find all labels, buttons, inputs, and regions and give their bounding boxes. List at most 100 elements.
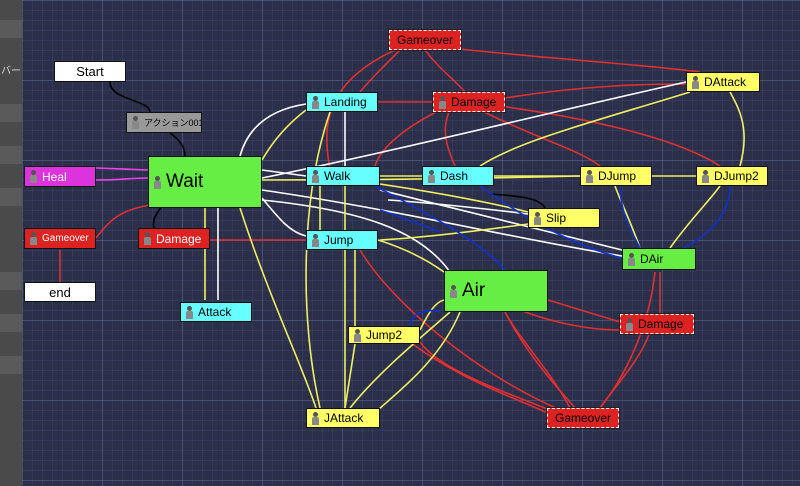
node-label: Heal (42, 169, 67, 184)
node-label: Landing (324, 95, 367, 109)
node-damage-right[interactable]: Damage (619, 313, 695, 335)
node-label: end (49, 284, 71, 300)
node-label: Jump (324, 233, 354, 247)
node-label: Gameover (42, 233, 89, 244)
node-damage-left[interactable]: Damage (138, 228, 210, 249)
edge-wait-gameover (95, 204, 151, 239)
edge-wait-landing (239, 103, 307, 157)
node-gameover-bottom[interactable]: Gameover (546, 407, 620, 429)
node-label: Dash (440, 169, 469, 183)
character-icon (532, 211, 543, 225)
node-damage-top[interactable]: Damage (432, 91, 506, 113)
character-icon (142, 232, 153, 245)
edge-heal-wait (95, 177, 149, 181)
node-label: JAttack (324, 411, 364, 425)
node-gameover-top[interactable]: Gameover (388, 29, 462, 51)
edge-landing-jattack (305, 111, 331, 409)
character-icon (152, 175, 163, 189)
character-icon (437, 95, 448, 109)
edge-wait-jattack (239, 207, 317, 409)
node-label: Damage (638, 317, 684, 331)
edge-air-jattack (377, 311, 461, 411)
node-label: Gameover (396, 33, 454, 47)
character-icon (626, 252, 637, 266)
edge-dash-dair (479, 185, 623, 259)
edge-got-dattack (449, 47, 701, 73)
edge-air-dmgright (547, 299, 621, 323)
edge-wait-dair (261, 189, 623, 257)
node-action001[interactable]: アクション001 (126, 112, 202, 133)
edge-gob-jump2 (419, 341, 556, 413)
panel-band (0, 20, 22, 38)
character-icon (184, 305, 195, 319)
node-heal[interactable]: Heal (24, 166, 96, 187)
panel-band (0, 188, 22, 206)
node-wait[interactable]: Wait (148, 156, 262, 208)
edge-slip-dash (387, 199, 529, 215)
edge-jump2-air (419, 299, 445, 331)
node-jattack[interactable]: JAttack (306, 408, 380, 428)
node-label: DJump (598, 169, 637, 183)
node-walk[interactable]: Walk (306, 166, 380, 186)
state-machine-canvas[interactable] (22, 0, 800, 486)
node-dair[interactable]: DAir (622, 248, 696, 270)
edge-wait-jump-white (261, 199, 451, 273)
node-landing[interactable]: Landing (306, 92, 378, 112)
node-label: Damage (156, 231, 202, 246)
edge-gob-jump (359, 249, 561, 411)
node-label: Jump2 (366, 328, 403, 342)
panel-label: バー (1, 66, 21, 77)
node-label: アクション001 (144, 118, 202, 128)
edge-jump2-gob (409, 341, 551, 415)
node-label: Attack (198, 305, 232, 319)
node-label: Air (462, 280, 486, 301)
edge-jattack-jump2 (344, 343, 356, 409)
character-icon (310, 169, 321, 183)
character-icon (700, 169, 711, 183)
character-icon (624, 317, 635, 331)
edge-action-wait (169, 132, 186, 157)
left-panel-strip: バー (0, 0, 22, 486)
character-icon (448, 284, 459, 298)
node-end[interactable]: end (24, 282, 96, 302)
node-air[interactable]: Air (444, 270, 548, 312)
edge-walk-air (374, 185, 506, 271)
node-label: Slip (546, 211, 567, 225)
node-gameover-left[interactable]: Gameover (24, 228, 96, 249)
panel-band (0, 272, 22, 290)
node-dattack[interactable]: DAttack (686, 72, 760, 92)
node-label: Wait (166, 171, 204, 192)
node-slip[interactable]: Slip (528, 208, 600, 228)
node-start[interactable]: Start (54, 61, 126, 82)
edge-air-jump2-loop (409, 309, 441, 327)
node-attack[interactable]: Attack (180, 302, 252, 322)
panel-band (0, 356, 22, 374)
node-label: Walk (324, 169, 351, 183)
node-jump2[interactable]: Jump2 (348, 326, 420, 344)
node-label: DJump2 (714, 169, 759, 183)
edge-dash-slip (489, 193, 546, 209)
character-icon (584, 169, 595, 183)
edge-jump-air (377, 239, 445, 273)
character-icon (310, 411, 321, 425)
edge-djump2-dair (679, 185, 731, 251)
edge-wait-jump (261, 197, 307, 237)
edge-dattack-dash (479, 91, 691, 167)
character-icon (310, 233, 321, 247)
edge-slip-jump (379, 223, 529, 241)
edge-dair-djump (614, 185, 641, 249)
node-jump[interactable]: Jump (306, 230, 378, 250)
edge-djump-dair (619, 185, 641, 249)
node-label: Gameover (554, 411, 612, 425)
node-djump2[interactable]: DJump2 (696, 166, 768, 186)
character-icon (426, 169, 437, 183)
edge-dmgtop-walk (374, 109, 441, 167)
edge-dmgtop-dattack (504, 83, 687, 99)
edge-gob-dmgright (599, 331, 651, 409)
node-djump[interactable]: DJump (580, 166, 652, 186)
edge-landing-wait (261, 109, 307, 161)
character-icon (310, 95, 321, 109)
edge-dmgtop-djump2 (499, 105, 721, 167)
node-dash[interactable]: Dash (422, 166, 494, 186)
node-label: Damage (451, 95, 497, 109)
